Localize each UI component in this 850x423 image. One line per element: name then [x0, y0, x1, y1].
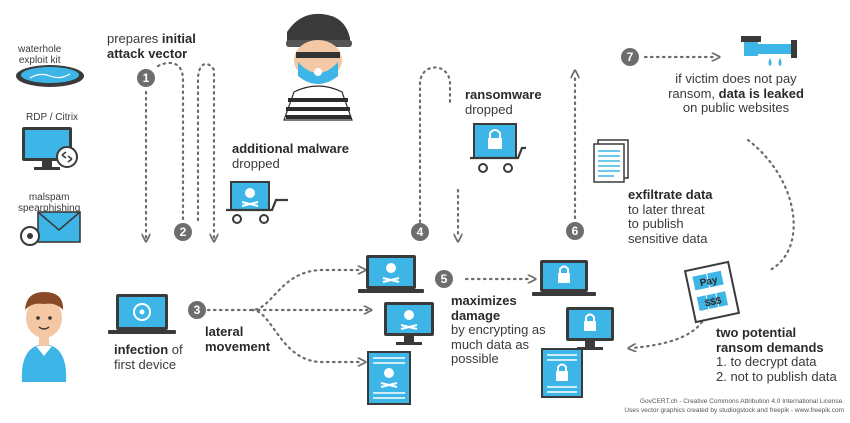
infected-laptop: [108, 294, 176, 334]
ransom-demands-label: two potential ransom demands 1. to decry…: [716, 325, 837, 384]
ransom-note-icon: Pay $$$: [683, 260, 741, 324]
svg-text:1: 1: [143, 71, 150, 85]
documents-icon: [593, 139, 629, 183]
infected-laptop-top: [358, 255, 424, 293]
credits: GovCERT.ch - Creative Commons Attributio…: [624, 398, 844, 414]
flow-line-3-bot: [250, 308, 362, 362]
step-3-label: lateral movement: [205, 324, 271, 354]
step-4-label: ransomware dropped: [465, 87, 542, 117]
ransomware-cart-icon: [470, 123, 526, 173]
infected-monitor-mid: [384, 302, 434, 345]
encrypted-monitor-mid: [566, 307, 614, 350]
step-6-label: exfiltrate data to later threat to publi…: [628, 187, 713, 246]
flow-line-return: [632, 320, 704, 348]
malspam-envelope-icon: [20, 211, 81, 246]
svg-text:2: 2: [180, 225, 187, 239]
flow-line-2-return: [196, 62, 214, 238]
flow-line-2: [156, 61, 185, 222]
ransom-note-money: $$$: [704, 295, 723, 309]
encrypted-laptop-top: [532, 260, 596, 296]
ransom-note-pay: Pay: [699, 275, 719, 290]
encrypted-document-bottom: [541, 348, 583, 398]
waterhole-icon: [16, 65, 84, 87]
infection-label: infection of first device: [114, 342, 183, 372]
flow-line-3-top: [206, 270, 362, 312]
source-rdp-label: RDP / Citrix: [26, 112, 79, 123]
svg-text:3: 3: [194, 303, 201, 317]
svg-text:6: 6: [572, 224, 579, 238]
svg-text:5: 5: [441, 272, 448, 286]
leaking-pipe-icon: [741, 36, 797, 66]
flow-line-demands: [746, 138, 795, 272]
step-7-badge: 7: [621, 48, 639, 66]
svg-text:4: 4: [417, 225, 424, 239]
infected-document-bottom: [367, 351, 411, 405]
flow-line-4: [418, 66, 452, 224]
step-7-label: if victim does not pay ransom, data is l…: [668, 71, 804, 116]
source-malspam-label: malspam spearphishing: [18, 192, 81, 215]
step-1-label: prepares initial attack vector: [107, 31, 196, 61]
source-waterhole-label: waterhole exploit kit: [18, 44, 62, 67]
svg-text:7: 7: [627, 50, 634, 64]
malware-cart-icon: [226, 181, 288, 224]
victim-avatar: [21, 292, 67, 382]
step-4-badge: 4: [411, 223, 429, 241]
hacker-icon: [283, 13, 353, 121]
rdp-monitor-icon: [22, 127, 78, 170]
step-2-badge: 2: [174, 223, 192, 241]
step-6-badge: 6: [566, 222, 584, 240]
step-2-label: additional malware dropped: [232, 141, 350, 171]
step-5-badge: 5: [435, 270, 453, 288]
step-1-badge: 1: [137, 69, 155, 87]
step-3-badge: 3: [188, 301, 206, 319]
step-5-label: maximizes damage by encrypting as much d…: [451, 293, 546, 367]
